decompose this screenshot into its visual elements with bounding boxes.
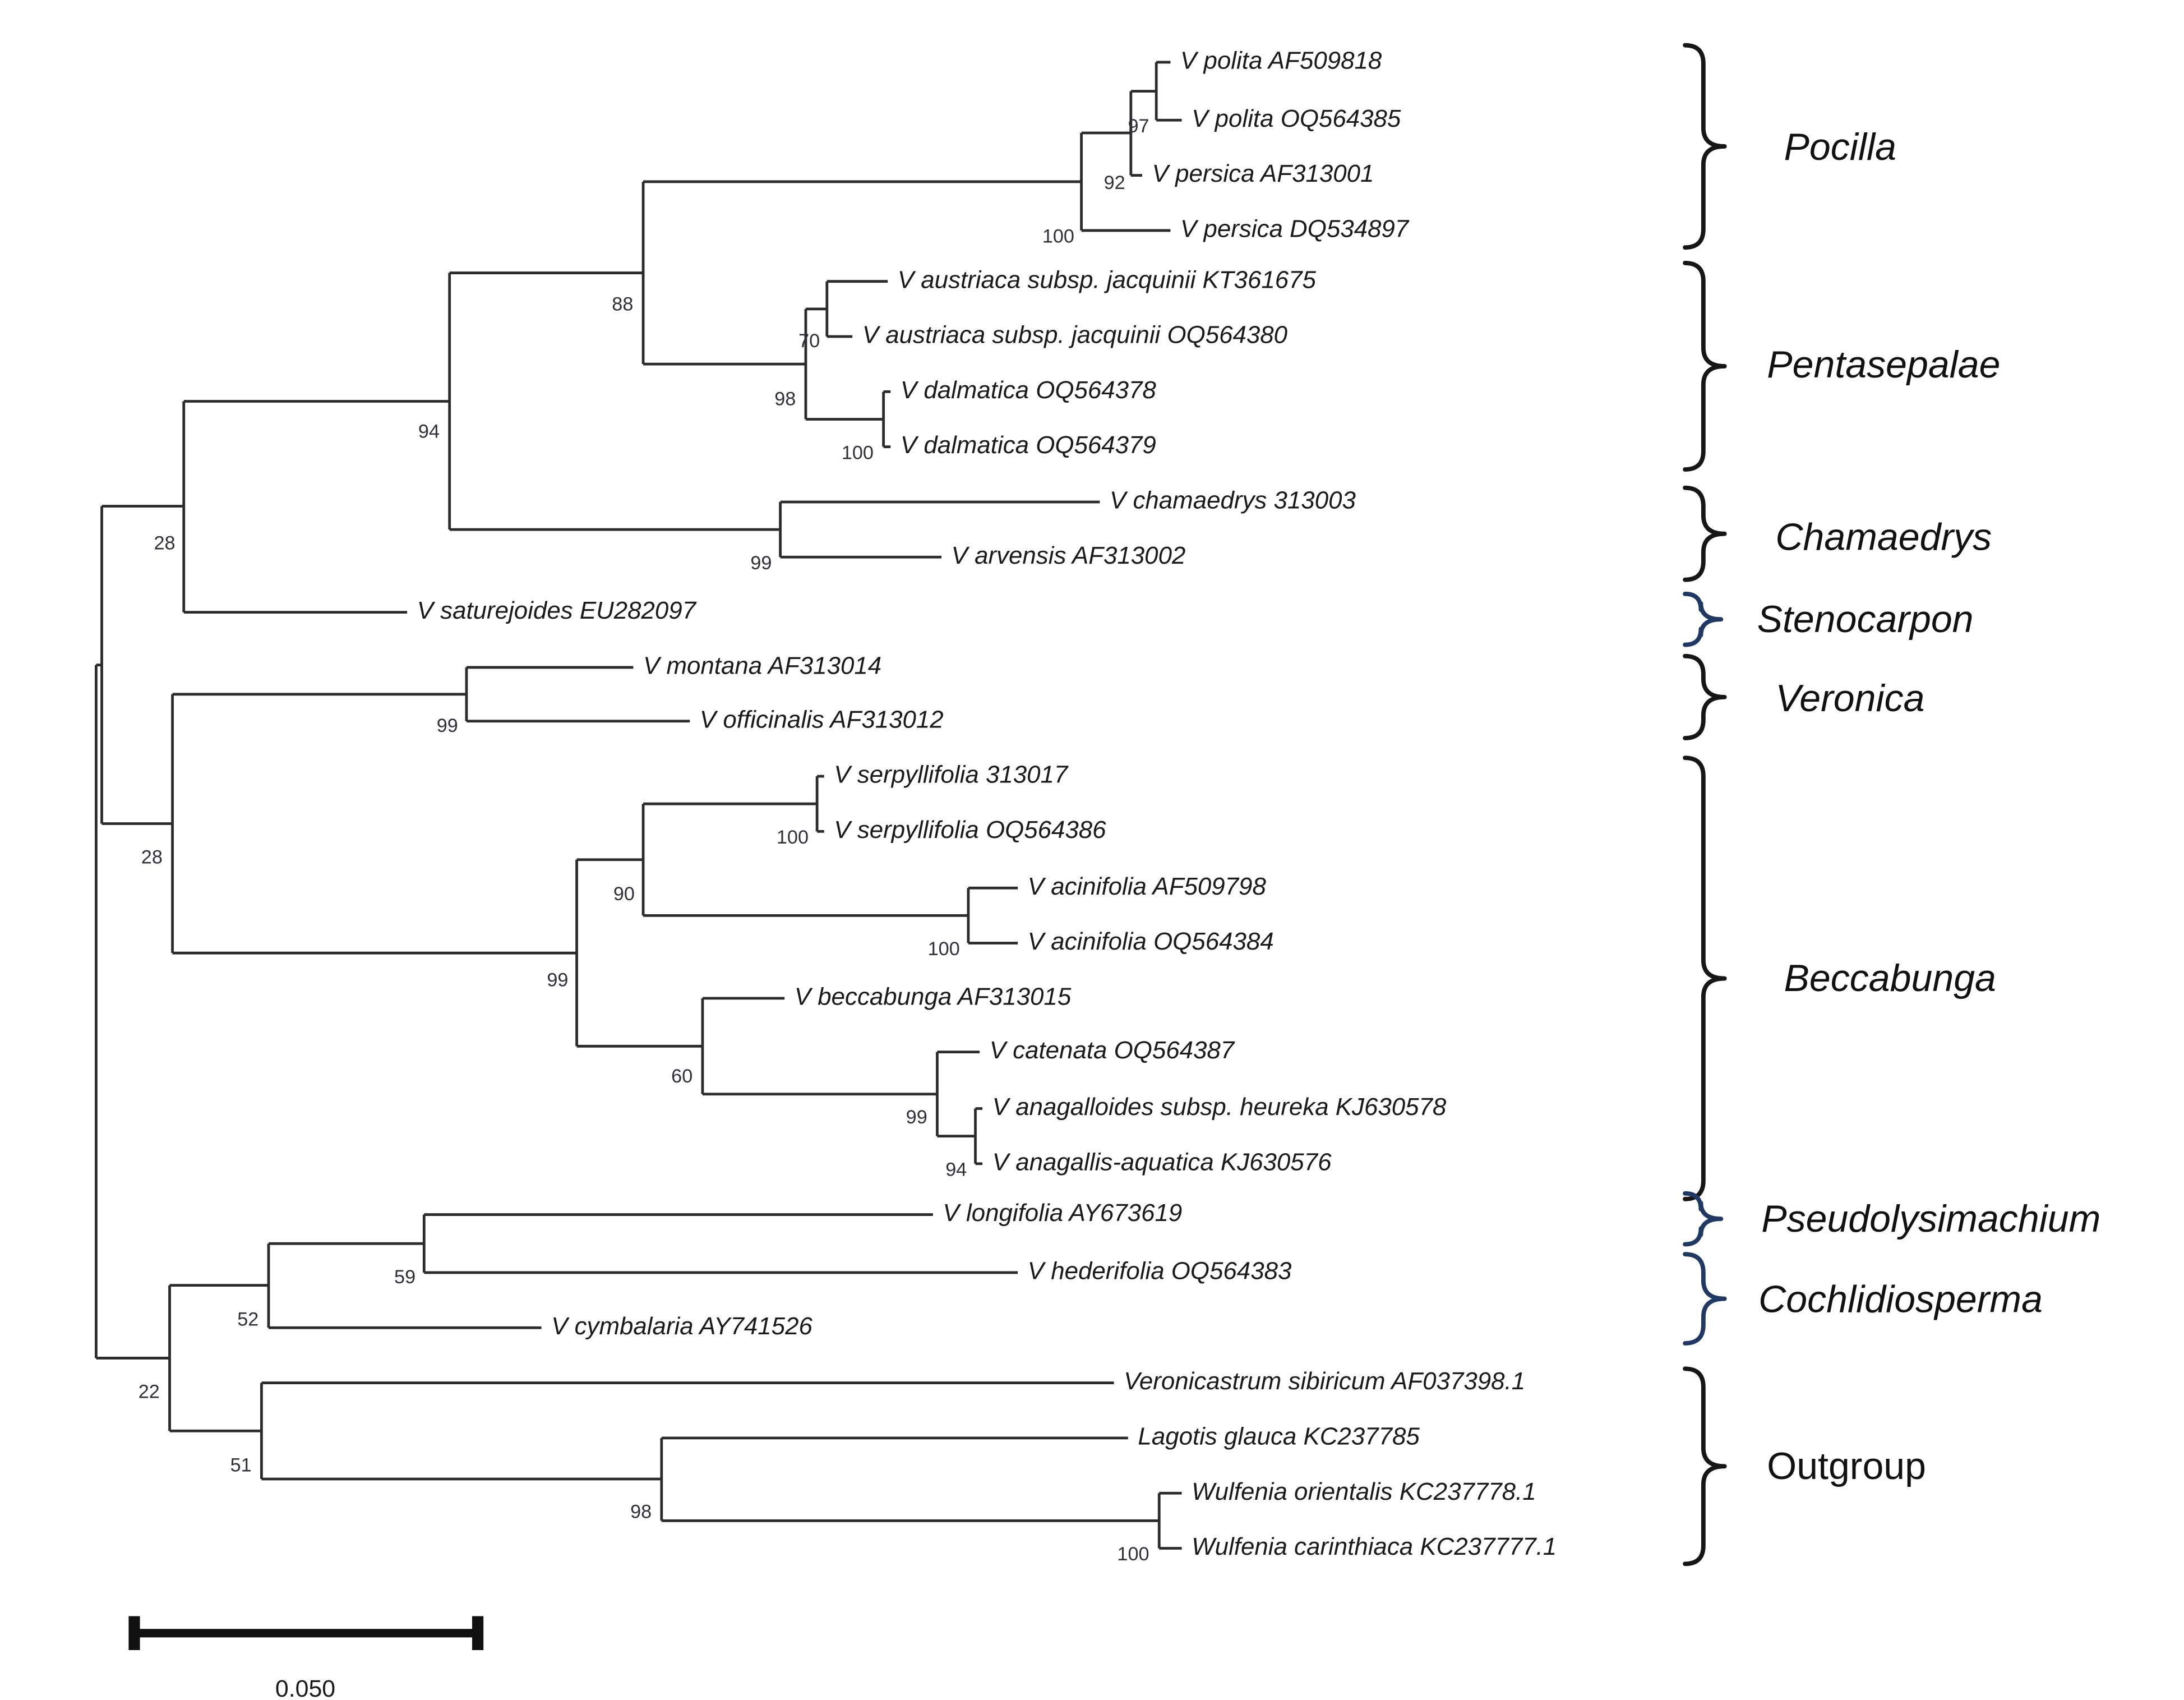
clade-label: Pentasepalae [1767,343,2000,386]
clade-label: Outgroup [1767,1445,1926,1487]
bootstrap-value: 70 [798,330,820,352]
clade-brace [1683,43,1727,250]
bootstrap-value: 92 [1104,172,1125,194]
bootstrap-value: 28 [141,846,163,868]
bootstrap-value: 28 [154,533,175,554]
bootstrap-value: 88 [612,294,633,315]
clade-label: Veronica [1775,677,1924,720]
clade-brace [1683,653,1727,740]
bootstrap-value: 99 [547,970,568,991]
taxon-label: V longifolia AY673619 [943,1199,1183,1227]
bootstrap-value: 22 [138,1381,160,1402]
taxon-label: V chamaedrys 313003 [1110,487,1356,514]
taxon-label: V polita OQ564385 [1192,105,1401,132]
bootstrap-value: 99 [906,1107,927,1128]
taxon-label: V arvensis AF313002 [952,542,1186,569]
taxon-label: V persica AF313001 [1152,160,1374,187]
clade-label: Pocilla [1784,126,1896,168]
bootstrap-value: 52 [237,1309,258,1330]
taxon-label: Wulfenia carinthiaca KC237777.1 [1192,1533,1557,1560]
taxon-label: V anagalloides subsp. heureka KJ630578 [992,1093,1447,1121]
taxon-label: Lagotis glauca KC237785 [1138,1422,1420,1450]
bootstrap-value: 94 [418,421,440,442]
taxon-label: V beccabunga AF313015 [795,983,1072,1010]
taxon-label: V montana AF313014 [643,652,881,680]
taxon-label: V dalmatica OQ564378 [901,376,1157,404]
taxon-label: V serpyllifolia 313017 [834,761,1069,789]
bootstrap-value: 100 [1117,1544,1149,1565]
bootstrap-value: 99 [437,715,458,736]
bootstrap-value: 98 [630,1501,652,1523]
bootstrap-value: 99 [750,552,772,574]
bootstrap-value: 90 [613,883,635,905]
bootstrap-value: 51 [230,1454,252,1476]
taxon-label: V dalmatica OQ564379 [901,431,1156,459]
taxon-label: Wulfenia orientalis KC237778.1 [1192,1478,1536,1505]
clade-brace [1683,591,1724,647]
taxon-label: V officinalis AF313012 [700,706,944,733]
taxon-label: V cymbalaria AY741526 [551,1312,812,1340]
bootstrap-value: 98 [774,389,796,410]
taxon-label: V saturejoides EU282097 [417,597,697,624]
bootstrap-value: 100 [842,442,874,463]
taxon-label: V serpyllifolia OQ564386 [834,816,1106,844]
clade-brace [1683,485,1727,582]
clade-label: Beccabunga [1784,957,1996,999]
clade-brace [1683,1366,1727,1567]
taxon-label: V austriaca subsp. jacquinii OQ564380 [862,321,1288,349]
clade-brace [1683,1252,1727,1346]
bootstrap-value: 100 [1042,226,1074,247]
bootstrap-value: 100 [777,827,809,848]
taxon-label: V acinifolia OQ564384 [1028,928,1274,955]
taxon-label: V austriaca subsp. jacquinii KT361675 [898,266,1317,293]
taxon-label: V persica DQ534897 [1180,215,1410,243]
taxon-label: Veronicastrum sibiricum AF037398.1 [1124,1367,1525,1395]
scale-bar-label: 0.050 [275,1675,335,1699]
bootstrap-value: 59 [394,1266,415,1288]
bootstrap-value: 100 [928,938,960,960]
clade-brace [1683,1191,1724,1247]
taxon-label: V anagallis-aquatica KJ630576 [992,1148,1332,1176]
bootstrap-value: 94 [945,1159,967,1180]
bootstrap-value: 60 [671,1066,692,1087]
clade-label: Pseudolysimachium [1761,1197,2100,1240]
taxon-label: V hederifolia OQ564383 [1028,1257,1292,1285]
clade-brace [1683,755,1727,1201]
clade-brace [1683,261,1727,472]
taxon-label: V acinifolia AF509798 [1028,873,1267,900]
bootstrap-value: 97 [1128,116,1149,137]
taxon-label: V catenata OQ564387 [990,1036,1235,1064]
clade-label: Cochlidiosperma [1758,1278,2043,1321]
taxon-label: V polita AF509818 [1180,47,1382,75]
clade-label: Chamaedrys [1775,516,1992,559]
clade-label: Stenocarpon [1757,598,1974,641]
